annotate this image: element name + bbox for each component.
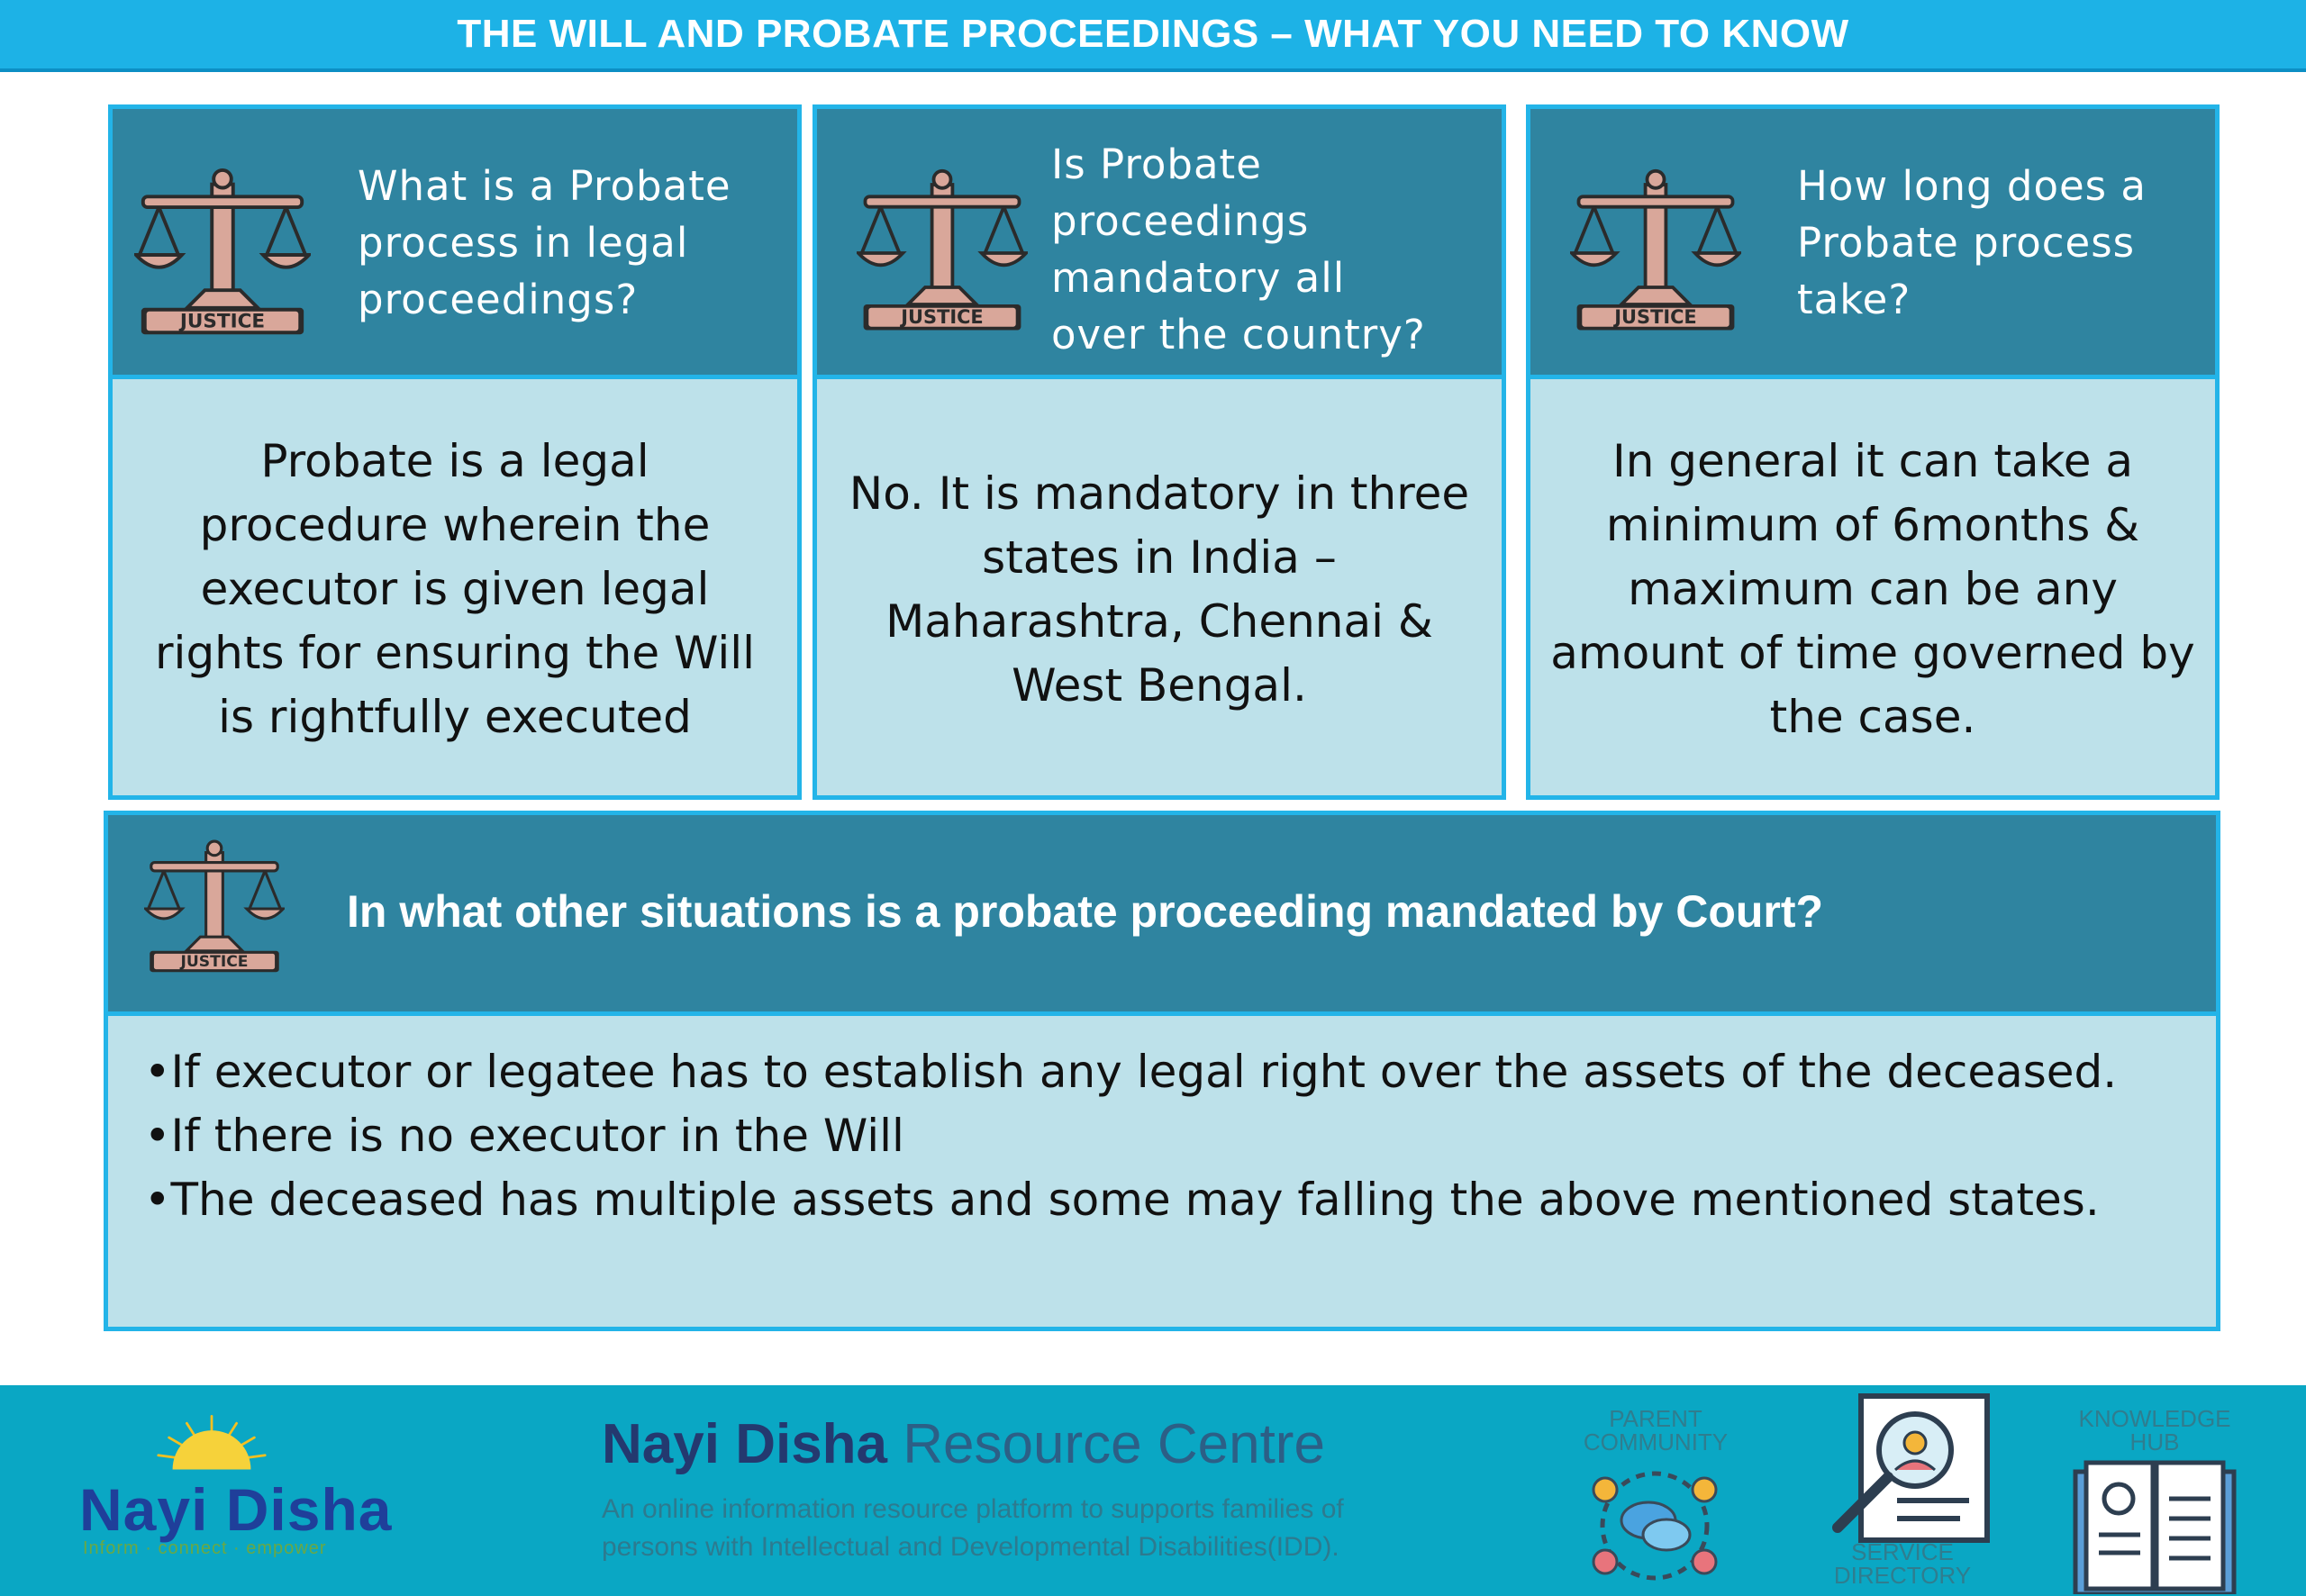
scales-of-justice-icon: JUSTICE xyxy=(134,168,311,337)
resource-centre-title-light: Resource Centre xyxy=(903,1413,1325,1475)
card-other-situations: JUSTICE In what other situations is a pr… xyxy=(104,811,2220,1331)
list-item: •The deceased has multiple assets and so… xyxy=(144,1174,2100,1226)
brand-tagline: Inform · connect · empower xyxy=(83,1538,327,1558)
justice-label: JUSTICE xyxy=(899,306,983,328)
card-answer: No. It is mandatory in three states in I… xyxy=(849,467,1470,712)
footer: Nayi Disha Inform · connect · empower Na… xyxy=(0,1385,2306,1596)
card-probate-duration: JUSTICE How long does a Probate process … xyxy=(1526,104,2220,800)
list-item: •If executor or legatee has to establish… xyxy=(144,1046,2118,1098)
list-item: •If there is no executor in the Will xyxy=(144,1110,904,1162)
nayi-disha-sun-logo xyxy=(157,1414,267,1470)
parent-community-icon[interactable] xyxy=(1578,1463,1731,1589)
resource-centre-title: Nayi Disha Resource Centre xyxy=(602,1412,1325,1476)
justice-label: JUSTICE xyxy=(178,310,265,332)
brand-name: Nayi Disha xyxy=(79,1476,393,1543)
service-directory-icon[interactable] xyxy=(1825,1392,1996,1546)
card-question: In what other situations is a probate pr… xyxy=(347,885,1824,937)
scales-of-justice-icon: JUSTICE xyxy=(1570,168,1741,332)
scales-of-justice-icon: JUSTICE xyxy=(144,839,285,974)
card-probate-process: JUSTICE What is a Probate process in leg… xyxy=(108,104,802,800)
nav-label-service-directory: SERVICE DIRECTORY xyxy=(1833,1538,1972,1589)
resource-centre-description: An online information resource platform … xyxy=(602,1494,1344,1562)
scales-of-justice-icon: JUSTICE xyxy=(857,168,1028,332)
card-probate-mandatory: JUSTICE Is Probate proceedings mandatory… xyxy=(813,104,1506,800)
card-answer: In general it can take a minimum of 6mon… xyxy=(1550,435,2195,743)
resource-centre-title-bold: Nayi Disha xyxy=(602,1413,888,1475)
situations-list: •If executor or legatee has to establish… xyxy=(144,1040,2189,1232)
card-question: Is Probate proceedings mandatory all ove… xyxy=(1051,141,1426,358)
page-title: THE WILL AND PROBATE PROCEEDINGS – WHAT … xyxy=(457,12,1849,56)
knowledge-hub-icon[interactable] xyxy=(2072,1454,2238,1594)
card-header: JUSTICE How long does a Probate process … xyxy=(1530,109,2215,379)
card-question: What is a Probate process in legal proce… xyxy=(358,162,731,323)
top-banner: THE WILL AND PROBATE PROCEEDINGS – WHAT … xyxy=(0,0,2306,72)
card-header: JUSTICE What is a Probate process in leg… xyxy=(113,109,797,379)
justice-label: JUSTICE xyxy=(1612,306,1696,328)
card-question: How long does a Probate process take? xyxy=(1797,162,2147,323)
justice-label: JUSTICE xyxy=(179,953,248,971)
card-header: JUSTICE Is Probate proceedings mandatory… xyxy=(817,109,1502,379)
card-header: JUSTICE In what other situations is a pr… xyxy=(108,815,2216,1016)
card-answer: Probate is a legal procedure wherein the… xyxy=(155,435,755,743)
nav-label-knowledge-hub: KNOWLEDGE HUB xyxy=(2078,1405,2231,1455)
nav-label-parent-community: PARENT COMMUNITY xyxy=(1583,1405,1729,1455)
